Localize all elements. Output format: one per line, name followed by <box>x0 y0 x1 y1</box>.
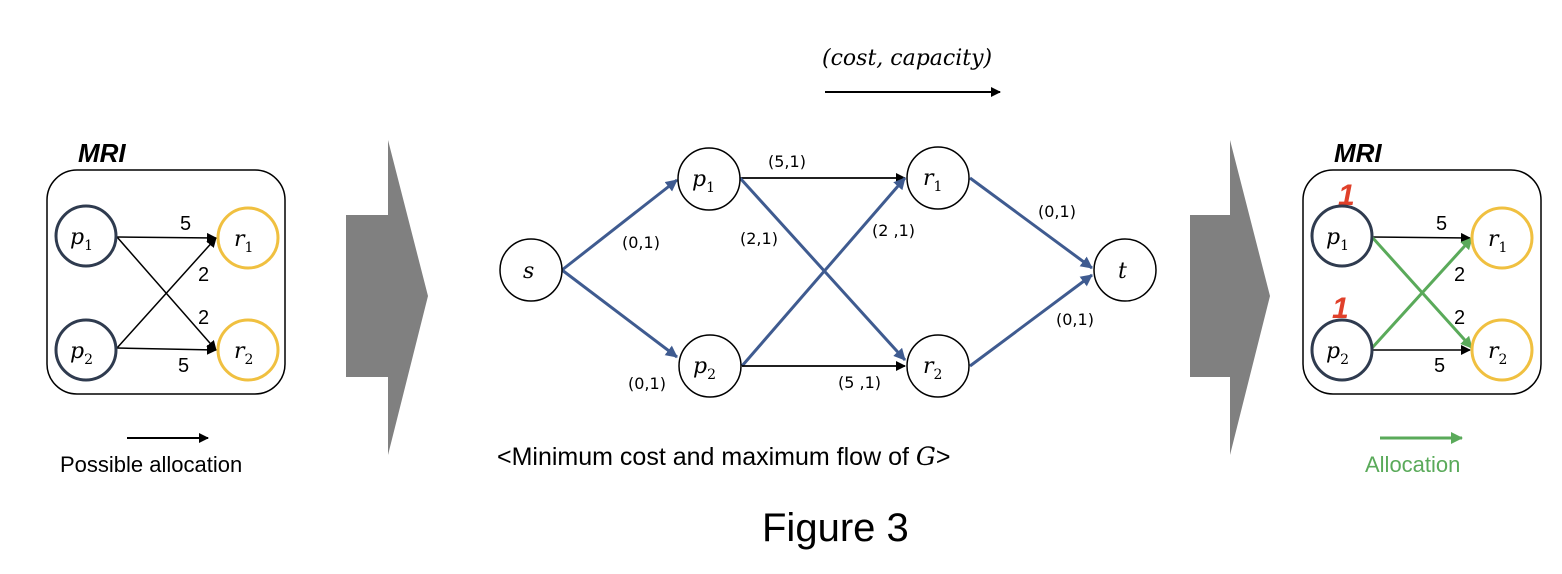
middle-caption: <Minimum cost and maximum flow of G> <box>497 442 950 471</box>
node-r1 <box>1470 206 1534 270</box>
node-p2-label: p2 <box>1326 339 1349 368</box>
node-p1 <box>677 147 741 211</box>
left-panel-box <box>46 169 286 395</box>
edge-s-p2 <box>561 268 678 359</box>
node-r1-label: r1 <box>923 166 942 195</box>
node-r2-label: r2 <box>923 354 942 383</box>
allocation-edge-p2-r1 <box>1370 236 1474 350</box>
edge-s-p1 <box>561 178 678 272</box>
label-p2-r2: (5 ,1) <box>838 373 881 392</box>
node-p2 <box>678 334 742 398</box>
figure-caption: Figure 3 <box>762 506 909 550</box>
node-p1-label: p1 <box>692 167 715 196</box>
node-p2 <box>54 318 118 382</box>
label-r1-t: (0,1) <box>1038 202 1076 221</box>
node-r1-label: r1 <box>1488 227 1507 256</box>
weight-p2-r1: 2 <box>1454 264 1465 286</box>
edge-p2-r1 <box>116 237 217 349</box>
allocation-mark-p1: 1 <box>1338 179 1355 212</box>
node-r2 <box>1470 318 1534 382</box>
edge-p1-r1 <box>116 232 217 243</box>
legend-cost-capacity: (cost, capacity) <box>822 46 992 71</box>
node-s <box>499 238 563 302</box>
label-r2-t: (0,1) <box>1056 310 1094 329</box>
weight-p1-r2: 2 <box>198 307 209 329</box>
node-p1 <box>1310 204 1374 268</box>
legend-allocation: Allocation <box>1365 452 1460 477</box>
node-p2-label: p2 <box>70 339 93 368</box>
edge-p2-r2 <box>116 344 217 355</box>
node-r2 <box>216 318 280 382</box>
node-p1-label: p1 <box>1326 225 1349 254</box>
node-r2-label: r2 <box>1488 339 1507 368</box>
label-p1-r1: (5,1) <box>768 152 806 171</box>
weight-p1-r1: 5 <box>180 213 191 235</box>
right-panel: MRI 1 1 5 2 2 5 p1 p2 r1 r2 Allocation <box>1302 138 1542 477</box>
left-panel-title: MRI <box>78 138 126 168</box>
chevron-arrow-1 <box>346 140 428 455</box>
node-r1-label: r1 <box>234 227 253 256</box>
label-s-p1: (0,1) <box>622 233 660 252</box>
node-r1 <box>216 206 280 270</box>
node-t-label: t <box>1118 259 1127 284</box>
node-t <box>1093 238 1157 302</box>
weight-p2-r2: 5 <box>178 355 189 377</box>
node-p1-label: p1 <box>70 225 93 254</box>
node-r2 <box>906 334 970 398</box>
label-p1-r2: (2,1) <box>740 229 778 248</box>
chevron-arrow-2 <box>1190 140 1270 455</box>
edge-p2-r1 <box>740 177 907 367</box>
left-panel: MRI 5 2 2 5 p1 p2 r1 r2 Possible allocat… <box>46 138 286 477</box>
weight-p1-r2: 2 <box>1454 307 1465 329</box>
middle-panel: (cost, capacity) (0,1) (0,1) (5,1) (2,1)… <box>497 46 1157 471</box>
node-p1 <box>54 204 118 268</box>
right-panel-box <box>1302 169 1542 395</box>
legend-possible-allocation: Possible allocation <box>60 452 242 477</box>
node-r1 <box>906 146 970 210</box>
edge-p1-r2 <box>738 176 907 362</box>
edge-r2-t <box>969 273 1093 368</box>
right-panel-title: MRI <box>1334 138 1382 168</box>
node-p2 <box>1310 318 1374 382</box>
node-s-label: s <box>523 259 534 284</box>
label-p2-r1: (2 ,1) <box>872 221 915 240</box>
edge-p1-r1 <box>1371 232 1471 243</box>
allocation-mark-p2: 1 <box>1332 292 1349 325</box>
label-s-p2: (0,1) <box>628 374 666 393</box>
edge-r1-t <box>969 176 1093 270</box>
weight-p2-r2: 5 <box>1434 355 1445 377</box>
node-r2-label: r2 <box>234 339 253 368</box>
node-p2-label: p2 <box>693 354 716 383</box>
weight-p2-r1: 2 <box>198 264 209 286</box>
weight-p1-r1: 5 <box>1436 213 1447 235</box>
